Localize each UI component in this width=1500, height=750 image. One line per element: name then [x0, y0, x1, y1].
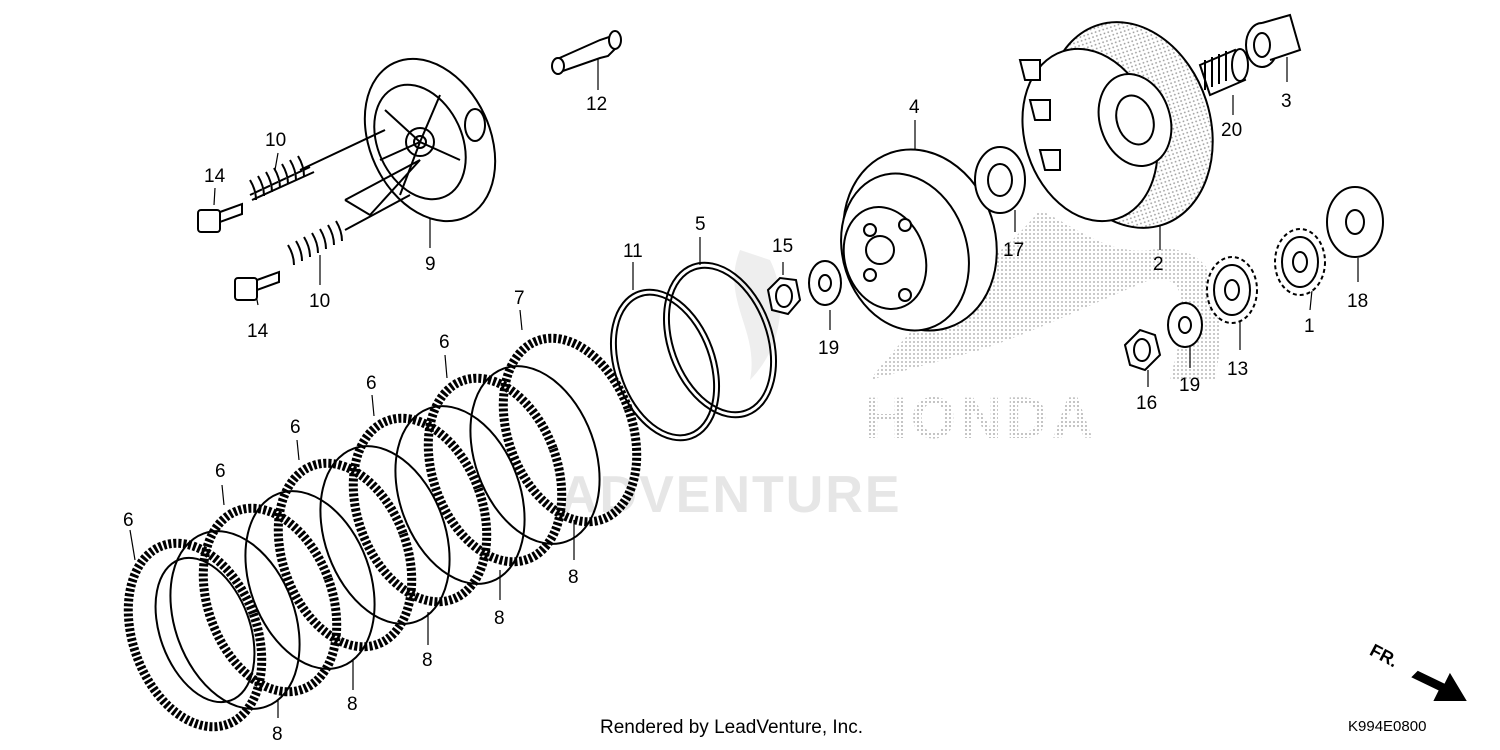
clutch-plate-8e [169, 530, 301, 710]
callout-6a: 6 [439, 332, 450, 353]
callout-10a: 10 [265, 130, 286, 151]
part-20-needle-bearing [1198, 48, 1249, 97]
clutch-plate-8f [154, 556, 256, 704]
callout-20: 20 [1221, 120, 1242, 141]
callout-1: 1 [1304, 316, 1315, 337]
clutch-disc-stack [123, 333, 642, 732]
callout-8e: 8 [272, 724, 283, 745]
friction-disc-6d [198, 503, 342, 697]
part-16-nut [1123, 328, 1162, 372]
callout-8d: 8 [347, 694, 358, 715]
callout-4: 4 [909, 97, 920, 118]
callout-10b: 10 [309, 291, 330, 312]
callout-11: 11 [623, 241, 643, 262]
friction-disc-6a [423, 373, 567, 567]
callout-numbers: 1 2 3 4 5 6 6 6 6 6 7 8 8 8 8 8 9 10 10 … [123, 91, 1368, 745]
callout-12: 12 [586, 94, 607, 115]
front-direction-arrow-icon [1411, 670, 1467, 701]
part-10-spring-lower [287, 194, 411, 266]
part-9-pressure-plate [344, 57, 497, 223]
callout-6b: 6 [366, 373, 377, 394]
diagram-code: K994E0800 [1348, 718, 1427, 735]
clutch-plate-8c [319, 445, 451, 625]
watermark-flame [734, 250, 781, 380]
part-5-oring [662, 261, 778, 419]
callout-19b: 19 [1179, 375, 1200, 396]
callout-8a: 8 [568, 567, 579, 588]
render-credit: Rendered by LeadVenture, Inc. [600, 717, 864, 738]
clutch-plate-8a [469, 365, 601, 545]
friction-disc-6b [348, 413, 492, 607]
friction-disc-6c [273, 458, 417, 652]
callout-13: 13 [1227, 359, 1248, 380]
part-3-collar [1245, 13, 1302, 68]
part-10-spring-upper [249, 129, 386, 201]
callout-17: 17 [1003, 240, 1024, 261]
callout-9: 9 [425, 254, 436, 275]
callout-7: 7 [514, 288, 525, 309]
part-17-thrust-washer [974, 146, 1026, 214]
callout-6e: 6 [123, 510, 134, 531]
callout-3: 3 [1281, 91, 1292, 112]
honda-wing-logo [870, 210, 1222, 380]
watermark-brand: HONDA [865, 386, 1098, 451]
callout-6c: 6 [290, 417, 301, 438]
part-19-washer-a [808, 260, 842, 306]
callout-16: 16 [1136, 393, 1157, 414]
callout-15: 15 [772, 236, 793, 257]
part-15-nut [766, 276, 802, 316]
watermark: HONDA ADVENTURE [560, 210, 1222, 524]
part-11-oring [609, 288, 721, 442]
part-13-gear [1206, 256, 1258, 324]
part-4-clutch-center [840, 148, 998, 332]
friction-disc-6e [123, 538, 267, 732]
friction-disc-7 [498, 333, 642, 527]
part-2-clutch-outer [1018, 21, 1214, 229]
callout-14b: 14 [247, 321, 269, 342]
part-19-washer-b [1167, 302, 1203, 348]
clutch-plate-8b [394, 405, 526, 585]
callout-6d: 6 [215, 461, 226, 482]
callout-8c: 8 [422, 650, 433, 671]
part-1-gear [1274, 228, 1326, 296]
part-18-washer [1326, 186, 1384, 258]
callout-5: 5 [695, 214, 706, 235]
part-12-pushrod [551, 30, 622, 75]
callout-18: 18 [1347, 291, 1368, 312]
callout-14a: 14 [204, 166, 226, 187]
callout-2: 2 [1153, 254, 1164, 275]
watermark-text: ADVENTURE [560, 466, 902, 524]
callout-8b: 8 [494, 608, 505, 629]
part-14-bolt-lower [234, 270, 280, 301]
clutch-plate-8d [244, 490, 376, 670]
callout-19a: 19 [818, 338, 839, 359]
part-14-bolt-upper [197, 202, 243, 233]
